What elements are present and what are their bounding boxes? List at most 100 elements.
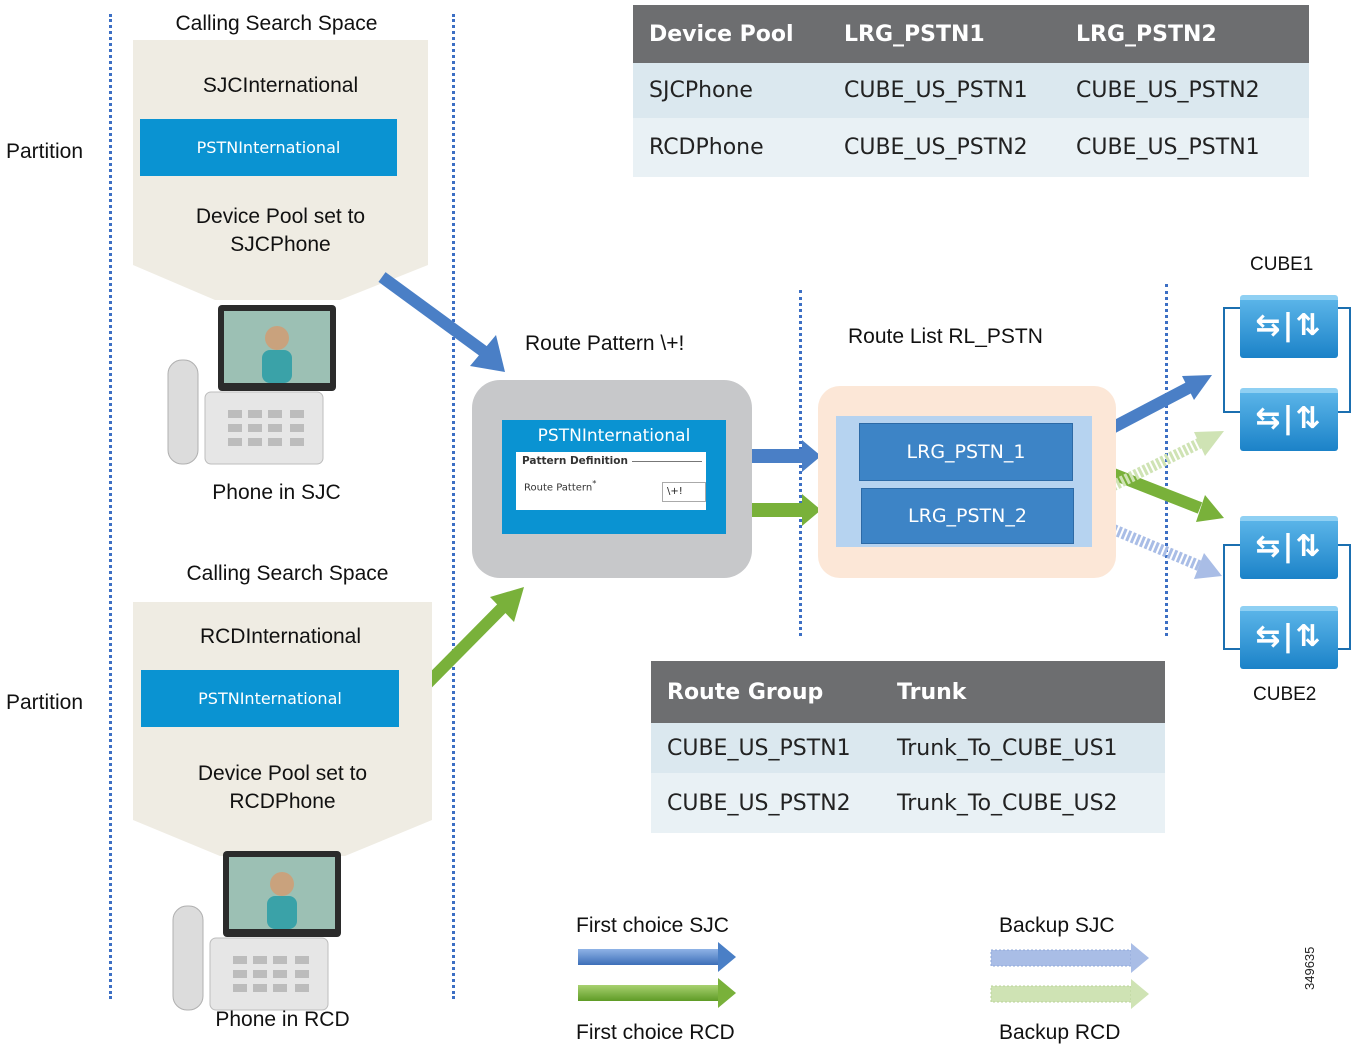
- css-panel-bottom-funnel: [133, 750, 432, 856]
- arrowhead-lrg1-to-cube1: [1182, 375, 1212, 400]
- device-pool-sjc-line2: SJCPhone: [230, 233, 331, 256]
- header-lrg-pstn2: LRG_PSTN2: [1076, 21, 1217, 47]
- route-pattern-field-label: Route Pattern*: [524, 478, 597, 494]
- table-cell: SJCPhone: [649, 78, 753, 103]
- legend-arrow-backup-rcd: [990, 985, 1132, 1003]
- table-cell: CUBE_US_PSTN1: [667, 735, 851, 761]
- arrowhead-rcd-to-route-pattern: [490, 587, 524, 622]
- arrowhead-rp-to-rl-green: [802, 494, 821, 526]
- arrow-backup-rcd: [1069, 437, 1205, 511]
- legend-arrow-backup-sjc: [990, 949, 1132, 967]
- cube1-router-b: ⇆|⇅: [1240, 388, 1338, 451]
- phone-rcd-handset: [172, 905, 204, 1011]
- route-group-table-header: Route Group Trunk: [651, 661, 1165, 723]
- pattern-definition-rule: [631, 460, 702, 462]
- arrow-rp-to-rl-blue: [746, 449, 802, 463]
- phone-rcd-person-body: [267, 896, 297, 929]
- legend-arrowhead-backup-rcd: [1131, 979, 1149, 1009]
- router-icon: ⇆|⇅: [1255, 308, 1323, 343]
- css-panel-top-funnel: [133, 195, 428, 300]
- cube2-router-a: ⇆|⇅: [1240, 516, 1338, 579]
- arrowhead-backup-sjc: [1194, 553, 1222, 579]
- header-lrg-pstn1: LRG_PSTN1: [844, 21, 985, 47]
- table-cell: CUBE_US_PSTN1: [844, 78, 1028, 103]
- router-icon: ⇆|⇅: [1255, 401, 1323, 436]
- phone-sjc-person-head: [265, 326, 289, 350]
- legend-arrow-first-rcd: [578, 985, 718, 1001]
- device-pool-table-header: Device Pool LRG_PSTN1 LRG_PSTN2: [633, 5, 1309, 63]
- cube1-bracket: [1223, 307, 1240, 413]
- phone-sjc-handset: [167, 359, 199, 465]
- route-group-table: Route Group Trunk CUBE_US_PSTN1 Trunk_To…: [651, 661, 1165, 833]
- phone-caption-sjc: Phone in SJC: [212, 481, 341, 504]
- legend-arrowhead-backup-sjc: [1131, 943, 1149, 973]
- arrow-sjc-to-route-pattern: [378, 272, 494, 361]
- arrowhead-rp-to-rl-blue: [802, 440, 821, 472]
- arrow-backup-sjc: [1069, 506, 1203, 572]
- lrg-pstn-2-box: LRG_PSTN_2: [861, 488, 1074, 544]
- arrowhead-sjc-to-route-pattern: [470, 335, 505, 372]
- phone-sjc-person-body: [262, 350, 292, 383]
- header-device-pool: Device Pool: [649, 21, 794, 47]
- route-pattern-partition-name: PSTNInternational: [537, 426, 691, 446]
- table-cell: CUBE_US_PSTN2: [844, 135, 1028, 160]
- css-name-sjc: SJCInternational: [202, 74, 359, 97]
- legend-label-first-rcd: First choice RCD: [576, 1021, 735, 1044]
- device-pool-table: Device Pool LRG_PSTN1 LRG_PSTN2 SJCPhone…: [633, 5, 1309, 177]
- cube2-bracket-right: [1335, 544, 1351, 650]
- route-pattern-title: Route Pattern \+!: [525, 332, 685, 355]
- figure-id: 349635: [1302, 946, 1317, 990]
- router-icon: ⇆|⇅: [1255, 529, 1323, 564]
- table-cell: CUBE_US_PSTN1: [1076, 135, 1260, 160]
- legend-arrowhead-first-sjc: [718, 942, 736, 972]
- cube2-bracket: [1223, 544, 1240, 650]
- legend-arrowhead-first-rcd: [718, 978, 736, 1008]
- router-icon: ⇆|⇅: [1255, 619, 1323, 654]
- device-pool-rcd-line1: Device Pool set to: [197, 762, 368, 785]
- phone-sjc-image: [167, 305, 336, 465]
- phone-sjc-base: [204, 391, 324, 465]
- table-row: CUBE_US_PSTN1 Trunk_To_CUBE_US1: [651, 723, 1165, 773]
- route-pattern-field-input[interactable]: \+!: [662, 482, 706, 502]
- partition-label-rcd: Partition: [6, 691, 84, 714]
- route-pattern-form: Pattern Definition Route Pattern* \+!: [516, 452, 706, 510]
- legend-label-backup-sjc: Backup SJC: [999, 914, 1115, 937]
- header-trunk: Trunk: [897, 679, 967, 705]
- device-pool-rcd-line2: RCDPhone: [229, 790, 336, 813]
- phone-caption-rcd: Phone in RCD: [215, 1008, 350, 1031]
- cube2-router-b: ⇆|⇅: [1240, 606, 1338, 669]
- route-list-title: Route List RL_PSTN: [848, 325, 1043, 348]
- phone-rcd-image: [172, 851, 341, 1011]
- cube1-bracket-right: [1335, 307, 1351, 413]
- phone-rcd-keypad: [233, 956, 309, 992]
- partition-box-rcd: PSTNInternational: [141, 670, 399, 727]
- partition-box-sjc: PSTNInternational: [140, 119, 397, 176]
- divider-mid-left: [452, 14, 455, 999]
- table-cell: CUBE_US_PSTN2: [1076, 78, 1260, 103]
- cube2-label: CUBE2: [1253, 684, 1317, 705]
- css-title-rcd: Calling Search Space: [186, 562, 389, 585]
- pattern-definition-heading: Pattern Definition: [522, 455, 702, 467]
- arrowhead-lrg1-to-cube2: [1196, 495, 1224, 522]
- legend-arrow-first-sjc: [578, 949, 718, 965]
- table-cell: RCDPhone: [649, 135, 764, 160]
- cube1-router-a: ⇆|⇅: [1240, 295, 1338, 358]
- legend-label-backup-rcd: Backup RCD: [999, 1021, 1121, 1044]
- partition-label-sjc: Partition: [6, 140, 84, 163]
- phone-sjc-keypad: [228, 410, 304, 446]
- device-pool-sjc-line1: Device Pool set to: [195, 205, 366, 228]
- legend-label-first-sjc: First choice SJC: [576, 914, 729, 937]
- divider-left: [109, 14, 112, 999]
- table-row: CUBE_US_PSTN2 Trunk_To_CUBE_US2: [651, 773, 1165, 833]
- table-cell: Trunk_To_CUBE_US1: [897, 735, 1118, 761]
- css-name-rcd: RCDInternational: [199, 625, 362, 648]
- phone-rcd-person-head: [270, 872, 294, 896]
- arrow-rp-to-rl-green: [746, 503, 802, 517]
- header-route-group: Route Group: [667, 679, 824, 705]
- table-cell: Trunk_To_CUBE_US2: [897, 790, 1118, 816]
- table-row: RCDPhone CUBE_US_PSTN2 CUBE_US_PSTN1: [633, 118, 1309, 177]
- cube1-label: CUBE1: [1250, 254, 1314, 275]
- table-cell: CUBE_US_PSTN2: [667, 790, 851, 816]
- css-title-sjc: Calling Search Space: [175, 12, 378, 35]
